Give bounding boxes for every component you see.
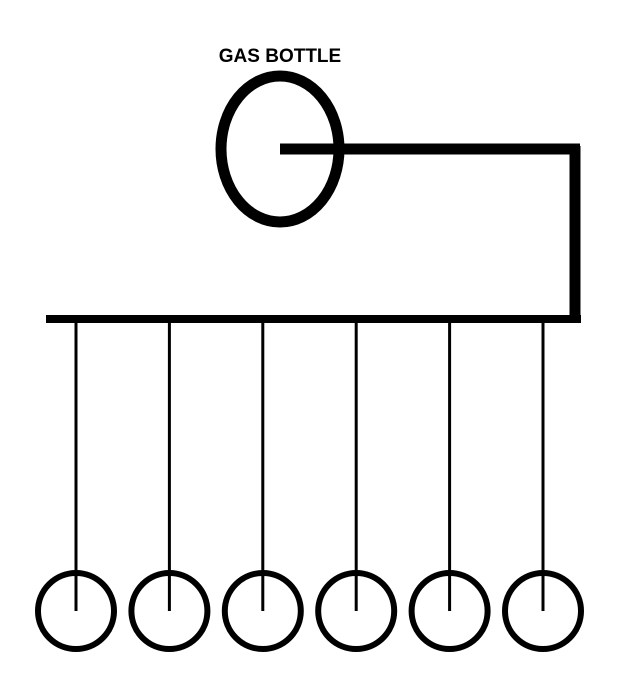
outlets — [35, 320, 584, 652]
outlet-circle — [221, 570, 304, 652]
outlet-circle — [502, 570, 584, 652]
outlet-circle — [408, 570, 491, 652]
outlet-circle — [35, 570, 117, 652]
outlet-circle — [128, 570, 211, 652]
gas-bottle-label: GAS BOTTLE — [219, 46, 341, 67]
outlet-circle — [315, 570, 398, 652]
